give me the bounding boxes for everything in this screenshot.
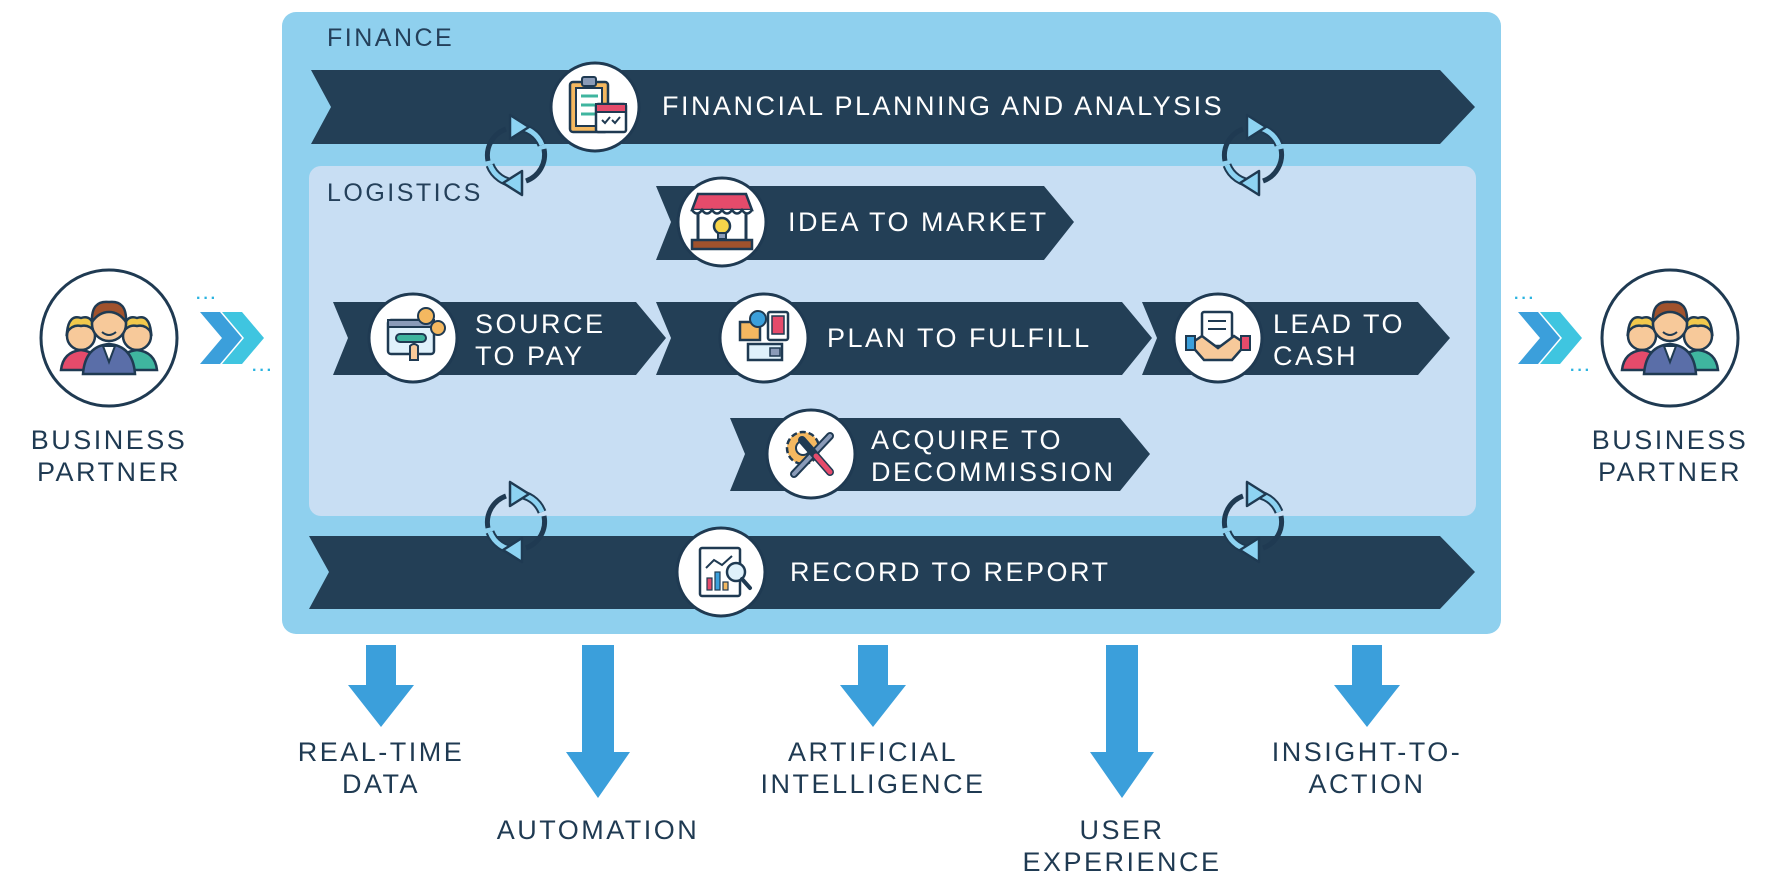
outcome-real-time-data: REAL-TIME DATA xyxy=(297,737,465,799)
business-people-icon xyxy=(39,268,179,408)
outcome-artificial-intelligence: ARTIFICIAL INTELLIGENCE xyxy=(760,737,986,799)
record-to-report-label: RECORD TO REPORT xyxy=(790,557,1111,587)
payment-screen-icon xyxy=(367,292,459,384)
double-chevron-right-icon xyxy=(1518,312,1582,364)
record-to-report-banner xyxy=(309,536,1475,609)
acquire-to-decommission-label: ACQUIRE TO DECOMMISSION xyxy=(871,425,1116,487)
source-to-pay-label: SOURCE TO PAY xyxy=(475,309,606,371)
report-chart-icon xyxy=(675,526,767,618)
lead-to-cash-label: LEAD TO CASH xyxy=(1273,309,1406,371)
dots-decoration: ··· xyxy=(1570,362,1592,379)
outcome-automation: AUTOMATION xyxy=(496,815,700,845)
outcome-user-experience: USER EXPERIENCE xyxy=(1022,815,1222,877)
business-partner-left-label: BUSINESS PARTNER xyxy=(30,425,188,487)
down-arrow-icon xyxy=(566,645,630,798)
idea-to-market-label: IDEA TO MARKET xyxy=(788,207,1049,237)
dots-decoration: ··· xyxy=(252,362,274,379)
fpa-label: FINANCIAL PLANNING AND ANALYSIS xyxy=(662,91,1225,121)
gear-tools-icon xyxy=(765,408,857,500)
dots-decoration: ··· xyxy=(196,290,218,307)
market-stall-icon xyxy=(676,176,768,268)
down-arrow-icon xyxy=(348,645,414,727)
logistics-section-label: LOGISTICS xyxy=(327,179,483,207)
business-partner-right-label: BUSINESS PARTNER xyxy=(1591,425,1749,487)
finance-section-label: FINANCE xyxy=(327,24,455,52)
double-chevron-left-icon xyxy=(200,312,264,364)
down-arrows xyxy=(348,645,1400,798)
down-arrow-icon xyxy=(1334,645,1400,727)
dots-decoration: ··· xyxy=(1514,290,1536,307)
down-arrow-icon xyxy=(1090,645,1154,798)
outcome-insight-to-action: INSIGHT-TO- ACTION xyxy=(1271,737,1463,799)
down-arrow-icon xyxy=(840,645,906,727)
planning-clipboard-icon xyxy=(549,61,641,153)
fulfillment-icon xyxy=(718,292,810,384)
plan-to-fulfill-label: PLAN TO FULFILL xyxy=(827,323,1092,353)
business-people-icon xyxy=(1600,268,1740,408)
handshake-icon xyxy=(1172,292,1264,384)
